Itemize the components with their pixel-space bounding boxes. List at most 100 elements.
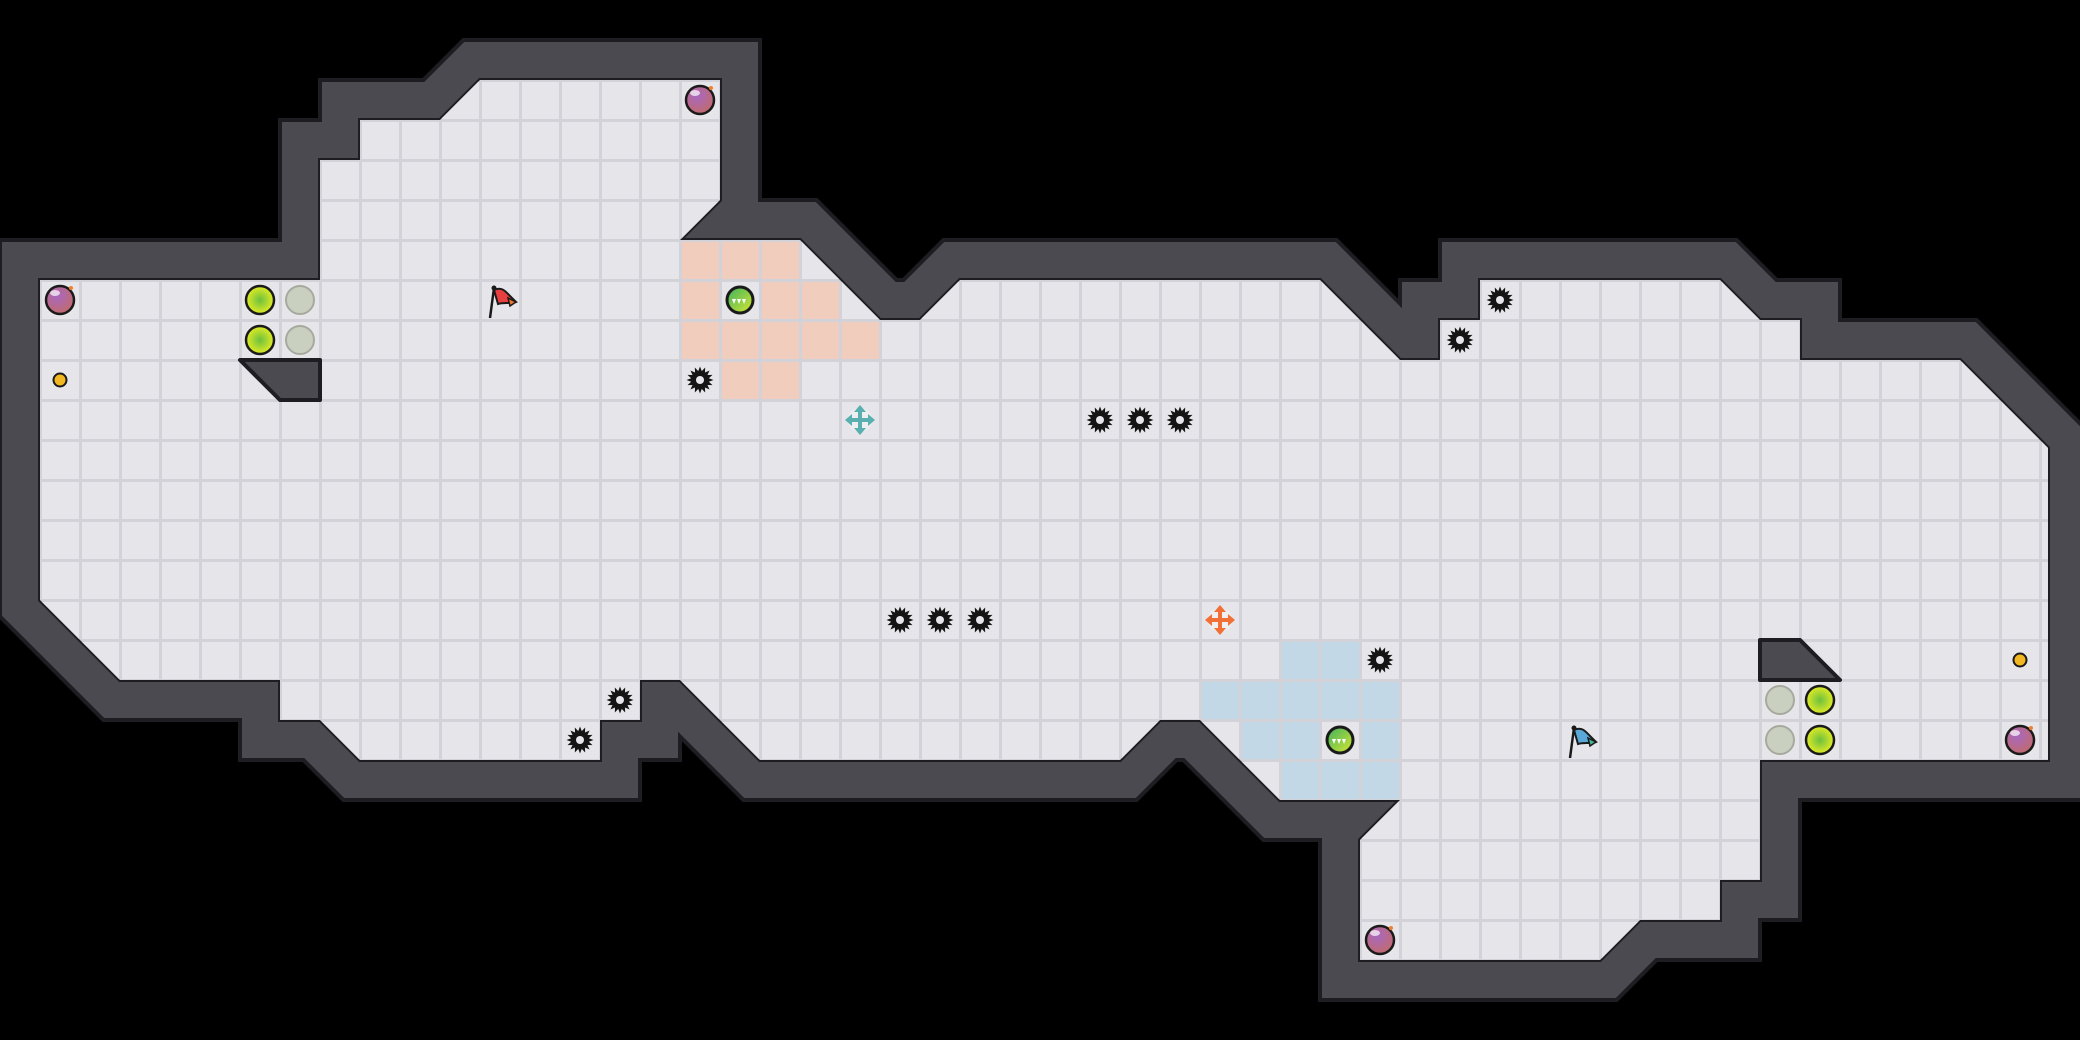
floor-tile bbox=[1882, 82, 1919, 119]
floor-tile bbox=[202, 282, 239, 319]
floor-tile bbox=[122, 962, 159, 999]
blue-zone-tile bbox=[1282, 682, 1319, 719]
floor-tile bbox=[1762, 122, 1799, 159]
floor-tile bbox=[42, 562, 79, 599]
floor-tile bbox=[1602, 802, 1639, 839]
floor-tile bbox=[362, 322, 399, 359]
floor-tile bbox=[402, 722, 439, 759]
floor-tile bbox=[202, 642, 239, 679]
floor-tile bbox=[682, 882, 719, 919]
floor-tile bbox=[122, 602, 159, 639]
floor-tile bbox=[1642, 802, 1679, 839]
floor-tile bbox=[482, 642, 519, 679]
orb-body bbox=[44, 284, 76, 316]
orb-fuse bbox=[1389, 926, 1393, 930]
floor-tile bbox=[1082, 842, 1119, 879]
floor-tile bbox=[482, 362, 519, 399]
floor-tile bbox=[1922, 162, 1959, 199]
floor-tile bbox=[122, 722, 159, 759]
floor-tile bbox=[402, 282, 439, 319]
floor-tile bbox=[1162, 682, 1199, 719]
floor-tile bbox=[82, 922, 119, 959]
floor-tile bbox=[722, 922, 759, 959]
floor-tile bbox=[1682, 42, 1719, 79]
floor-tile bbox=[1882, 482, 1919, 519]
floor-tile bbox=[1002, 522, 1039, 559]
floor-tile bbox=[322, 442, 359, 479]
floor-tile bbox=[1882, 642, 1919, 679]
floor-tile bbox=[2002, 602, 2039, 639]
saw-hub bbox=[616, 696, 624, 704]
floor-tile bbox=[602, 562, 639, 599]
floor-tile bbox=[1522, 562, 1559, 599]
floor-tile bbox=[1402, 682, 1439, 719]
floor-tile bbox=[1722, 162, 1759, 199]
floor-tile bbox=[1042, 442, 1079, 479]
floor-tile bbox=[162, 922, 199, 959]
floor-tile bbox=[1762, 962, 1799, 999]
floor-tile bbox=[802, 962, 839, 999]
floor-tile bbox=[842, 802, 879, 839]
floor-tile bbox=[1402, 242, 1439, 279]
floor-tile bbox=[1842, 362, 1879, 399]
floor-tile bbox=[1602, 282, 1639, 319]
floor-tile bbox=[242, 842, 279, 879]
floor-tile bbox=[1242, 962, 1279, 999]
floor-tile bbox=[282, 442, 319, 479]
floor-tile bbox=[2002, 922, 2039, 959]
floor-tile bbox=[802, 162, 839, 199]
floor-tile bbox=[1202, 442, 1239, 479]
floor-tile bbox=[82, 42, 119, 79]
floor-tile bbox=[1402, 602, 1439, 639]
floor-tile bbox=[322, 202, 359, 239]
floor-tile bbox=[242, 122, 279, 159]
floor-tile bbox=[1802, 402, 1839, 439]
floor-tile bbox=[882, 842, 919, 879]
floor-tile bbox=[1082, 962, 1119, 999]
floor-tile bbox=[1962, 722, 1999, 759]
floor-tile bbox=[922, 722, 959, 759]
floor-tile bbox=[1242, 642, 1279, 679]
floor-tile bbox=[1522, 42, 1559, 79]
floor-tile bbox=[122, 442, 159, 479]
sawblade-icon bbox=[1126, 406, 1154, 434]
floor-tile bbox=[362, 42, 399, 79]
floor-tile bbox=[1082, 122, 1119, 159]
floor-tile bbox=[1962, 922, 1999, 959]
floor-tile bbox=[1842, 642, 1879, 679]
floor-tile bbox=[1642, 442, 1679, 479]
floor-tile bbox=[1362, 122, 1399, 159]
floor-tile bbox=[522, 682, 559, 719]
floor-tile bbox=[1122, 362, 1159, 399]
floor-tile bbox=[682, 402, 719, 439]
floor-tile bbox=[1602, 442, 1639, 479]
floor-tile bbox=[1402, 522, 1439, 559]
blue-flag-icon bbox=[1568, 725, 1598, 759]
floor-tile bbox=[762, 922, 799, 959]
floor-tile bbox=[1402, 162, 1439, 199]
floor-tile bbox=[1482, 882, 1519, 919]
floor-tile bbox=[402, 202, 439, 239]
red-zone-tile bbox=[722, 242, 759, 279]
floor-tile bbox=[2042, 562, 2048, 599]
floor-tile bbox=[1802, 362, 1839, 399]
floor-tile bbox=[1842, 842, 1879, 879]
floor-tile bbox=[162, 602, 199, 639]
floor-tile bbox=[562, 922, 599, 959]
floor-tile bbox=[122, 562, 159, 599]
floor-tile bbox=[1482, 922, 1519, 959]
floor-tile bbox=[642, 562, 679, 599]
floor-tile bbox=[402, 242, 439, 279]
saw-hub bbox=[936, 616, 944, 624]
floor-tile bbox=[1722, 642, 1759, 679]
floor-tile bbox=[122, 202, 159, 239]
floor-tile bbox=[522, 562, 559, 599]
orb-fuse bbox=[2029, 726, 2033, 730]
floor-tile bbox=[82, 562, 119, 599]
floor-tile bbox=[1842, 482, 1879, 519]
floor-tile bbox=[522, 122, 559, 159]
floor-tile bbox=[1402, 562, 1439, 599]
floor-tile bbox=[602, 802, 639, 839]
floor-tile bbox=[1842, 442, 1879, 479]
